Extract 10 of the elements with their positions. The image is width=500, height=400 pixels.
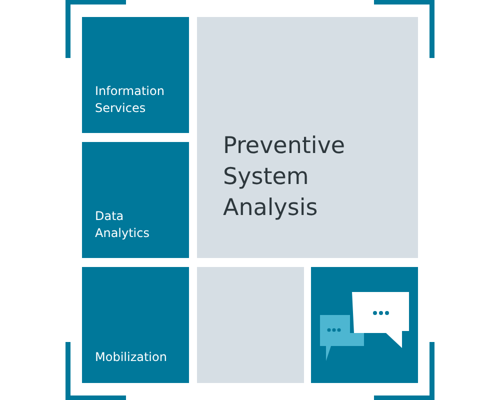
- panel-title: Preventive System Analysis: [223, 132, 346, 223]
- chat-tile: [311, 267, 418, 383]
- tile-label: Data Analytics: [95, 208, 150, 242]
- service-tile: [82, 142, 189, 258]
- empty-tile: [197, 267, 304, 383]
- tile-label: Mobilization: [95, 349, 168, 366]
- analysis-panel: [197, 17, 418, 258]
- service-tile: [82, 17, 189, 133]
- service-tile: [82, 267, 189, 383]
- tile-label: Information Services: [95, 83, 166, 117]
